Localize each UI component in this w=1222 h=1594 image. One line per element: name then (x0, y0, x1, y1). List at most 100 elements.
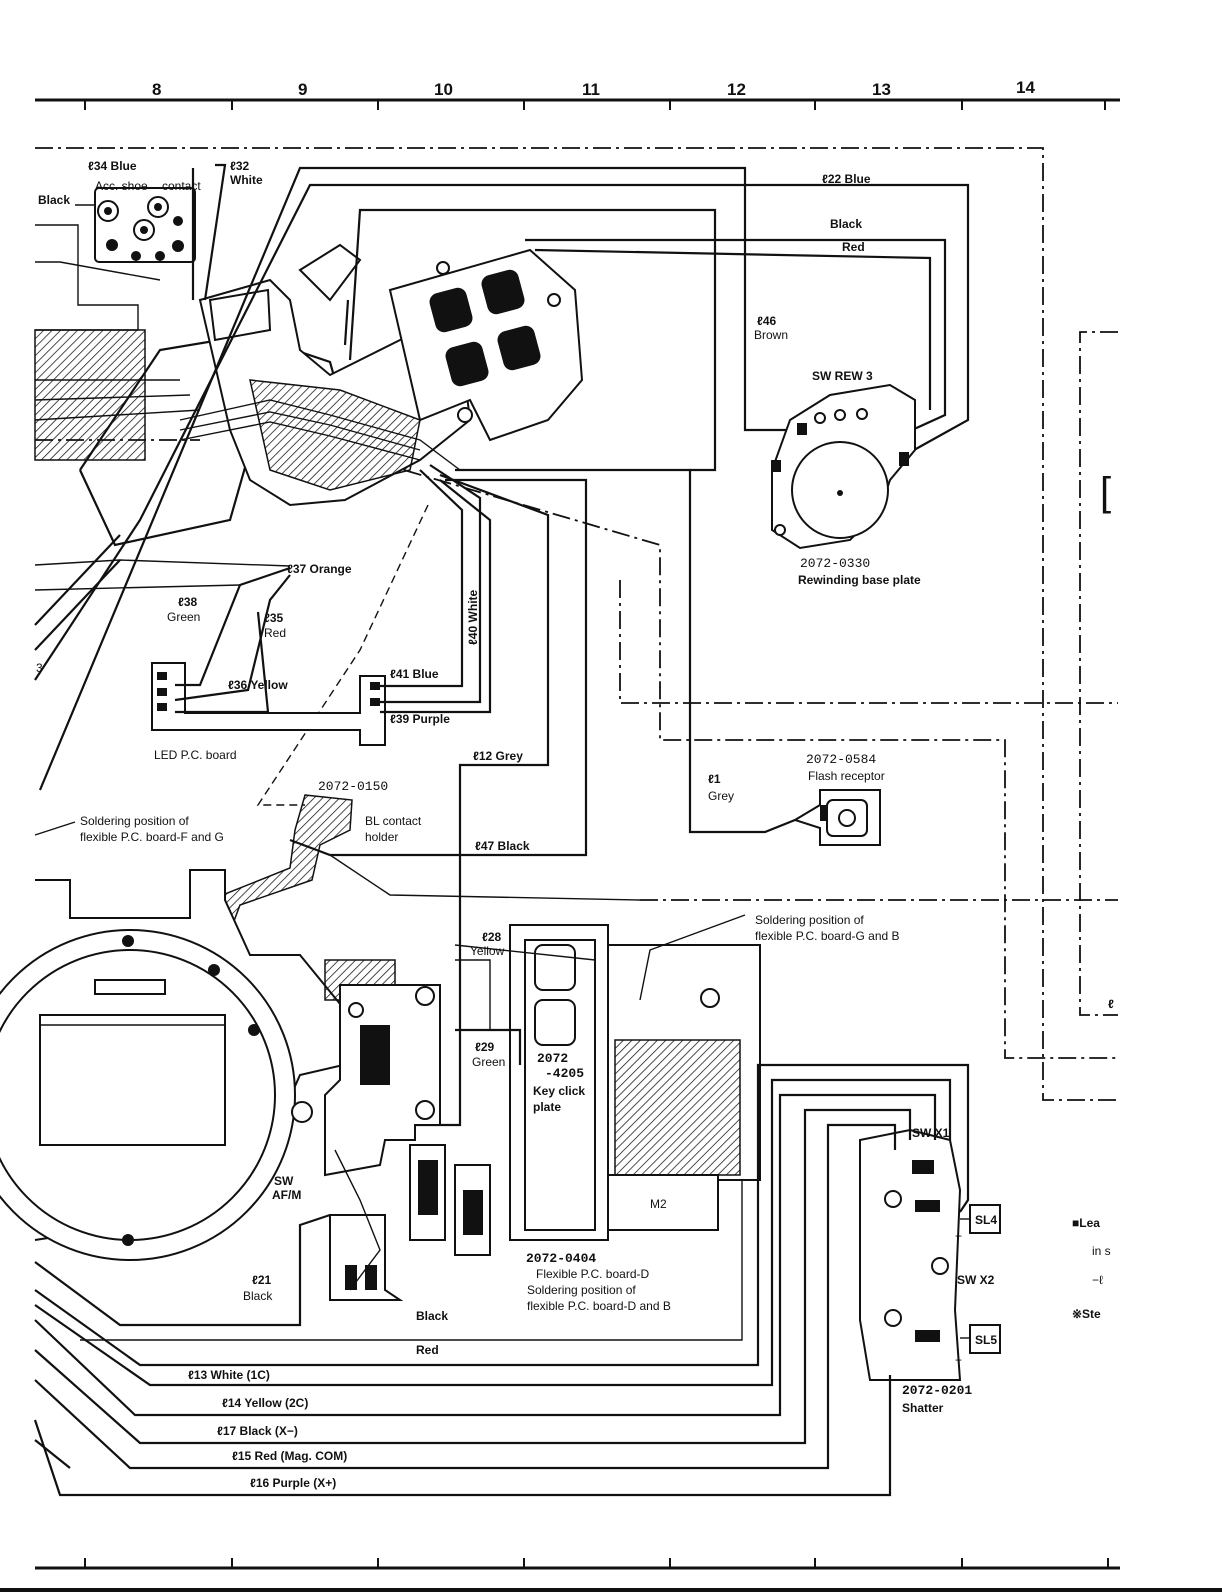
switch-label: SW X1 (912, 1126, 950, 1140)
wire-label: ℓ41 Blue (390, 667, 439, 681)
wire-label: Green (472, 1055, 505, 1069)
note-fragment: ※Ste (1072, 1307, 1101, 1321)
wire-label: ℓ39 Purple (390, 712, 450, 726)
edge-fragment: ℓ (1108, 997, 1114, 1011)
wire-label: ℓ1 (708, 772, 721, 786)
rewinding-base-plate (771, 383, 916, 550)
motor-label: M2 (650, 1197, 667, 1211)
note-label: Soldering position of (755, 913, 864, 927)
wire-label: ℓ13 White (1C) (188, 1368, 270, 1382)
column-number: 12 (727, 80, 746, 99)
part-label: Flexible P.C. board-D (536, 1267, 649, 1281)
wire-label: ℓ36 Yellow (228, 678, 288, 692)
part-number: 2072-0584 (806, 752, 876, 767)
wire-label: ℓ28 (482, 930, 502, 944)
top-wires (34, 163, 970, 791)
left-board (34, 224, 342, 591)
part-label: contact (162, 179, 201, 193)
wire-label: ℓ14 Yellow (2C) (222, 1396, 308, 1410)
switch-label: SW X2 (957, 1273, 995, 1287)
part-label: Key click (533, 1084, 585, 1098)
bottom-ruler (0, 1558, 1222, 1592)
part-number: 2072-0150 (318, 779, 388, 794)
wire-label: ℓ38 (178, 595, 198, 609)
wire-label: ℓ34 Blue (88, 159, 137, 173)
labels: ℓ34 Blue ℓ32 White Acc. shoe contact Bla… (34, 159, 1114, 1490)
wire-label: ℓ32 (230, 159, 250, 173)
edge-fragment: 3 (36, 661, 43, 675)
note-label: flexible P.C. board-G and B (755, 929, 900, 943)
wire-label: White (230, 173, 263, 187)
key-click-plate (454, 924, 609, 1241)
note-fragment: ■Lea (1072, 1216, 1100, 1230)
wire-label: Red (264, 626, 286, 640)
main-board (80, 914, 761, 1341)
wire-label: ℓ15 Red (Mag. COM) (232, 1449, 347, 1463)
column-number: 9 (298, 80, 307, 99)
svg-text:+: + (955, 1229, 962, 1243)
wire-label: Black (243, 1289, 273, 1303)
note-fragment: in s (1092, 1244, 1111, 1258)
part-number: 2072-0201 (902, 1383, 972, 1398)
part-number: 2072-0330 (800, 556, 870, 571)
part-label: Acc. shoe (95, 179, 148, 193)
wire-label: Yellow (470, 944, 505, 958)
wire-label: Grey (708, 789, 734, 803)
wire-label: ℓ47 Black (475, 839, 530, 853)
wire-label: ℓ16 Purple (X+) (250, 1476, 336, 1490)
wire-label: ℓ12 Grey (473, 749, 523, 763)
part-label: LED P.C. board (154, 748, 237, 762)
wire-label: ℓ37 Orange (287, 562, 352, 576)
column-number: 11 (582, 80, 600, 99)
wire-label: Red (416, 1343, 439, 1357)
switch-label: SW (274, 1174, 294, 1188)
switch-label: SW REW 3 (812, 369, 873, 383)
note-label: Soldering position of (80, 814, 189, 828)
part-number: 2072 (537, 1051, 568, 1066)
wire-label: ℓ22 Blue (822, 172, 871, 186)
part-label: Rewinding base plate (798, 573, 921, 587)
shutter-block: + + (859, 1128, 1001, 1381)
column-number: 8 (152, 80, 161, 99)
lens-mount-body (0, 869, 366, 1261)
wire-label: ℓ35 (264, 611, 284, 625)
note-label: flexible P.C. board-D and B (527, 1299, 671, 1313)
wire-label: ℓ46 (757, 314, 777, 328)
column-number: 10 (434, 80, 453, 99)
part-label: BL contact (365, 814, 422, 828)
svg-text:+: + (955, 1353, 962, 1367)
flash-receptor (792, 789, 881, 846)
top-ruler: 8 9 10 11 12 13 14 (35, 78, 1120, 110)
wire-label: Red (842, 240, 865, 254)
part-number: 2072-0404 (526, 1251, 596, 1266)
note-fragment: −ℓ (1092, 1273, 1103, 1287)
led-pc-board (151, 464, 492, 746)
column-number: 14 (1016, 78, 1035, 97)
connector-label: SL4 (975, 1213, 997, 1227)
wire-label: Black (38, 193, 70, 207)
part-label: plate (533, 1100, 561, 1114)
bottom-harness (33, 1063, 970, 1497)
wire-label: ℓ17 Black (X−) (217, 1424, 298, 1438)
note-label: flexible P.C. board-F and G (80, 830, 224, 844)
part-label: Shatter (902, 1401, 944, 1415)
switch-label: AF/M (272, 1188, 301, 1202)
part-label: Flash receptor (808, 769, 885, 783)
wire-label: Brown (754, 328, 788, 342)
af-board (324, 959, 491, 1301)
part-label: holder (365, 830, 398, 844)
wire-label: Black (416, 1309, 448, 1323)
column-number: 13 (872, 80, 891, 99)
edge-fragment: [ (1100, 470, 1111, 514)
af-module (179, 243, 584, 507)
acc-shoe-contact (75, 187, 196, 263)
wire-label: ℓ40 White (466, 589, 480, 645)
part-number: -4205 (545, 1066, 584, 1081)
wire-label: Green (167, 610, 200, 624)
wire-label: ℓ21 (252, 1273, 272, 1287)
wire-label: ℓ29 (475, 1040, 495, 1054)
frame-lines (35, 147, 1118, 1101)
wire-label: Black (830, 217, 862, 231)
note-label: Soldering position of (527, 1283, 636, 1297)
